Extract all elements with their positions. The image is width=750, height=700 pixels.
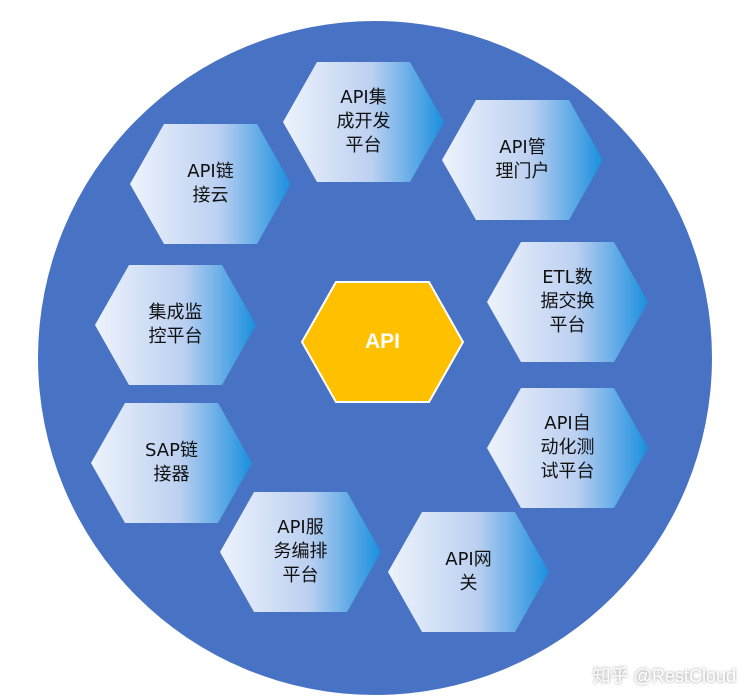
module-label-integration-dev: API集 成开发 平台	[336, 87, 391, 156]
module-hexagon-auto-testing: API自 动化测 试平台	[485, 386, 650, 510]
center-api-hexagon: API	[300, 280, 465, 404]
module-hexagon-orchestration: API服 务编排 平台	[218, 490, 383, 614]
module-hexagon-gateway: API网 关	[386, 510, 551, 634]
module-label-gateway: API网 关	[445, 549, 492, 594]
module-label-etl: ETL数 据交换 平台	[540, 267, 595, 336]
module-label-orchestration: API服 务编排 平台	[273, 517, 328, 586]
module-label-link-cloud: API链 接云	[187, 161, 234, 206]
module-hexagon-link-cloud: API链 接云	[128, 122, 293, 246]
module-hexagon-integration-dev: API集 成开发 平台	[281, 60, 446, 184]
module-hexagon-sap-connector: SAP链 接器	[89, 401, 254, 525]
module-label-management-portal: API管 理门户	[495, 137, 550, 182]
center-api-label: API	[364, 330, 400, 353]
module-label-auto-testing: API自 动化测 试平台	[540, 413, 595, 482]
module-hexagon-etl: ETL数 据交换 平台	[485, 240, 650, 364]
zhihu-watermark: 知乎 @RestCloud	[592, 666, 736, 686]
module-hexagon-management-portal: API管 理门户	[440, 98, 605, 222]
module-label-monitoring: 集成监 控平台	[148, 302, 203, 347]
module-label-sap-connector: SAP链 接器	[145, 440, 198, 485]
module-hexagon-monitoring: 集成监 控平台	[93, 263, 258, 387]
